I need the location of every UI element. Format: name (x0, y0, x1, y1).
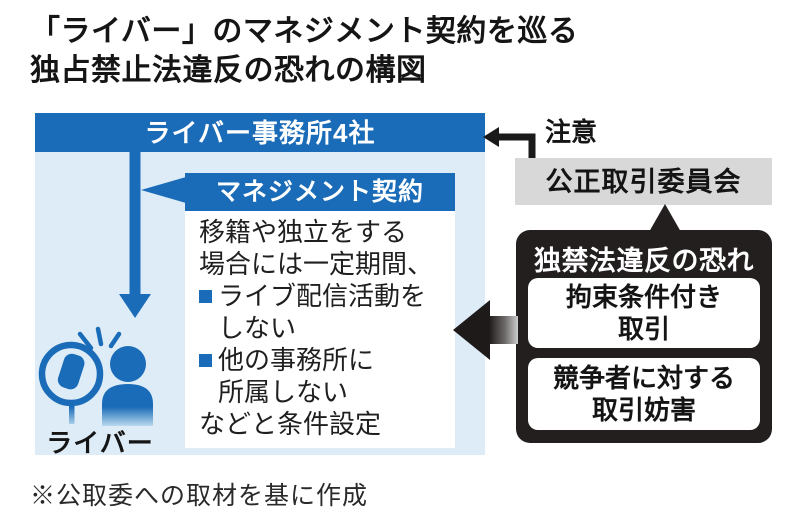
violation-item-line: 取引妨害 (591, 395, 696, 425)
violation-item-line: 拘束条件付き (565, 282, 722, 312)
agency-header-label: ライバー事務所4社 (144, 118, 376, 148)
agency-header-bar: ライバー事務所4社 (35, 113, 485, 152)
bullet-line: 他の事務所に (218, 345, 375, 375)
management-contract-box: マネジメント契約 移籍や独立をする 場合には一定期間、 ライブ配信活動を しない… (185, 173, 455, 448)
contract-intro-line: 場合には一定期間、 (199, 249, 434, 279)
attention-elbow-arrow-icon (483, 127, 536, 168)
big-left-arrow-tail (489, 316, 518, 344)
bullet-square-icon (199, 290, 212, 303)
callout-left-tail-icon (141, 177, 186, 203)
page-title: 「ライバー」のマネジメント契約を巡る 独占禁止法違反の恐れの構図 (30, 12, 578, 90)
footnote: ※公取委への取材を基に作成 (30, 483, 369, 510)
contract-intro-line: 移籍や独立をする (199, 217, 408, 247)
contract-bullet-item: ライブ配信活動を しない (199, 280, 447, 344)
attention-label: 注意 (545, 117, 598, 147)
violation-item: 拘束条件付き 取引 (528, 278, 760, 348)
contract-outro-line: などと条件設定 (199, 409, 382, 439)
contract-bullet-item: 他の事務所に 所属しない (199, 344, 447, 408)
contract-box-header: マネジメント契約 (185, 173, 455, 211)
bullet-square-icon (199, 354, 212, 367)
bullet-line: ライブ配信活動を (218, 281, 427, 311)
liver-label: ライバー (46, 428, 154, 458)
violation-item: 競争者に対する 取引妨害 (528, 358, 760, 430)
bullet-line: しない (218, 313, 297, 343)
jftc-box: 公正取引委員会 (515, 158, 772, 205)
contract-bullet-text: 他の事務所に 所属しない (218, 344, 374, 408)
up-triangle-tail-icon (649, 204, 681, 232)
violation-header: 独禁法違反の恐れ (534, 246, 754, 276)
down-arrow-icon (119, 152, 151, 318)
contract-header-label: マネジメント契約 (215, 178, 424, 206)
violation-box: 独禁法違反の恐れ 拘束条件付き 取引 競争者に対する 取引妨害 (516, 230, 772, 443)
big-left-arrow-icon (453, 300, 490, 360)
bullet-line: 所属しない (218, 377, 349, 407)
contract-bullet-text: ライブ配信活動を しない (218, 280, 426, 344)
title-line-2: 独占禁止法違反の恐れの構図 (30, 54, 427, 87)
contract-box-body: 移籍や独立をする 場合には一定期間、 ライブ配信活動を しない 他の事務所に 所… (185, 211, 455, 448)
jftc-label: 公正取引委員会 (545, 167, 742, 197)
violation-item-line: 取引 (617, 314, 670, 344)
violation-item-line: 競争者に対する (552, 363, 735, 393)
microphone-person-icon (38, 326, 153, 426)
title-line-1: 「ライバー」のマネジメント契約を巡る (30, 15, 579, 48)
